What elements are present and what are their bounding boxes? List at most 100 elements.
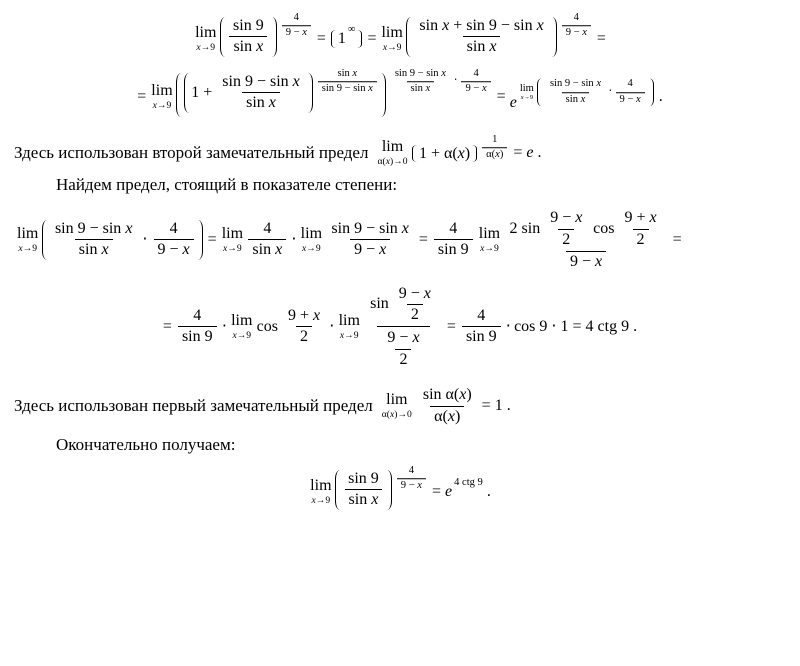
math-variable: x <box>382 42 388 54</box>
math-text: = <box>442 318 460 336</box>
math-text: sin x <box>233 38 264 56</box>
math-text: sin x + sin 9 − sin x <box>419 17 544 34</box>
denominator: 2 <box>558 228 575 250</box>
math-text: 9 − x <box>157 241 190 259</box>
exponent: ∞ <box>348 25 356 38</box>
math-variable: x <box>275 241 283 259</box>
math-text: sin 9 <box>348 469 379 487</box>
math-text: sin x <box>410 83 431 95</box>
limit-base: lim <box>195 24 216 42</box>
numerator: sin 9 − sin x <box>327 219 412 239</box>
math-text: 9 − x <box>565 27 587 39</box>
math-text: cos 9 ⋅ 1 = 4 ctg 9 . <box>514 318 638 336</box>
math-text: 4 <box>263 220 272 238</box>
limit-base: lim <box>151 82 173 100</box>
numerator: 4 <box>405 464 418 478</box>
denominator: 2 <box>395 348 412 370</box>
paragraph-second-remarkable-limit: Здесь использован второй замечательный п… <box>14 134 786 167</box>
math-variable: x <box>389 409 395 421</box>
power-base: sin 9 sin x <box>334 469 393 515</box>
denominator: 9 − x <box>350 239 391 260</box>
math-text: α(x) <box>434 407 461 425</box>
math-text: 9 + x <box>287 306 321 324</box>
math-variable: x <box>481 83 487 95</box>
math-text: 2 sin <box>509 220 545 238</box>
denominator: sin 9 <box>433 239 473 260</box>
right-paren-icon <box>381 72 386 117</box>
math-text: = <box>414 231 432 249</box>
math-variable: x <box>536 17 544 34</box>
right-paren-icon <box>472 145 478 163</box>
power-group: sin 9 sin x 4 9 − x <box>334 465 428 515</box>
math-text: sin x <box>565 93 586 105</box>
numerator: 4 <box>445 219 461 239</box>
math-text: 2 <box>562 230 571 248</box>
math-text: cos <box>256 318 282 336</box>
fraction: sin 9 − sin x sin x <box>546 78 605 107</box>
math-text: sin 9 <box>181 328 213 346</box>
power-base: 1 + α(x) <box>411 144 478 167</box>
denominator: sin x <box>406 81 435 96</box>
math-variable: x <box>256 38 264 56</box>
numerator: sin 9 − sin x <box>218 72 303 92</box>
math-variable: x <box>232 329 237 341</box>
math-text: 2 <box>410 305 419 323</box>
second-limit-text: Здесь использован второй замечательный п… <box>14 142 369 162</box>
math-variable: x <box>417 480 422 492</box>
math-text: ⋅ <box>505 318 511 336</box>
math-variable: x <box>459 386 467 404</box>
math-text: x→9 <box>18 243 37 255</box>
denominator: sin 9 <box>177 326 217 347</box>
math-variable: x <box>636 93 641 105</box>
math-text: 9 − x <box>400 480 422 492</box>
math-text: x→9 <box>480 243 499 255</box>
left-paren-icon <box>411 145 417 163</box>
limit-base: lim <box>479 225 500 243</box>
numerator: sin x <box>333 67 361 81</box>
denominator: sin x <box>462 36 501 57</box>
exponent: 4 ctg 9 <box>454 478 483 491</box>
denominator: sin x <box>344 489 383 510</box>
limit-subscript: x→9 <box>196 43 215 53</box>
numerator: 4 <box>290 11 303 25</box>
paren-content: 1 + α(x) <box>417 144 472 163</box>
math-text: lim <box>151 82 173 100</box>
math-text: sin 9 − sin x <box>549 78 602 90</box>
math-text: α(x)→0 <box>377 155 408 167</box>
math-text: 1 <box>337 30 346 48</box>
math-text: lim <box>338 312 360 330</box>
first-limit-text: Здесь использован первый замечательный п… <box>14 396 373 416</box>
paragraph-final: Окончательно получаем: <box>14 435 786 455</box>
math-text: 9 − x <box>387 329 420 347</box>
math-text: 4 <box>193 306 202 324</box>
math-variable: x <box>575 209 583 227</box>
denominator: sin x <box>229 36 268 57</box>
numerator: 9 − x <box>546 208 586 228</box>
math-text: ⋅ <box>454 75 458 87</box>
limit-base: lim <box>222 225 243 243</box>
math-text: sin 9 <box>233 17 264 34</box>
math-variable: x <box>368 83 373 95</box>
math-variable: x <box>447 407 455 425</box>
left-paren-icon <box>406 17 411 57</box>
paren-content: sin 9 sin x <box>225 16 272 58</box>
